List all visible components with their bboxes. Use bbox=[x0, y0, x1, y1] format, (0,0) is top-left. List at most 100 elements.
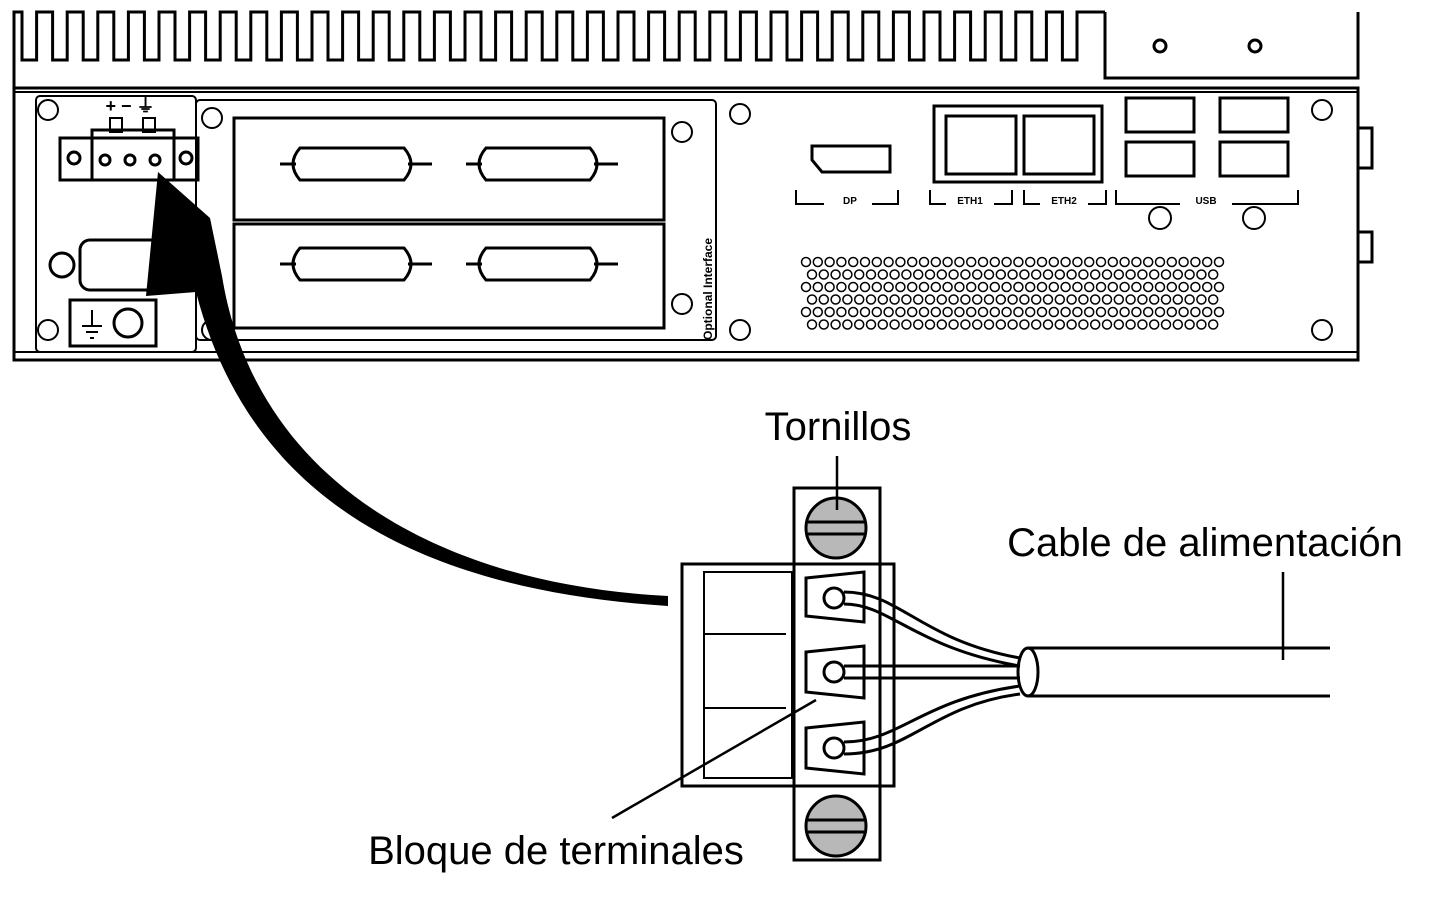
vent-hole bbox=[1036, 256, 1048, 268]
screw-icon bbox=[804, 794, 868, 858]
panel-screw bbox=[729, 103, 751, 125]
vent-hole bbox=[1148, 269, 1160, 280]
power-terminal-tab-1 bbox=[109, 117, 123, 133]
vent-hole bbox=[912, 319, 924, 330]
vent-hole bbox=[818, 319, 830, 330]
ground-terminal bbox=[68, 298, 158, 348]
vent-hole bbox=[1125, 319, 1136, 330]
vent-hole bbox=[842, 294, 853, 305]
vent-hole bbox=[1089, 294, 1101, 305]
vent-hole bbox=[1060, 281, 1071, 293]
vent-hole bbox=[965, 306, 977, 318]
vent-hole bbox=[1154, 306, 1166, 318]
vent-hole bbox=[1190, 281, 1201, 293]
vent-hole bbox=[1054, 269, 1066, 280]
curved-arrow bbox=[146, 172, 668, 606]
vent-hole bbox=[1184, 294, 1195, 305]
panel-screw bbox=[1311, 319, 1333, 341]
vent-hole bbox=[1107, 281, 1119, 293]
vent-hole bbox=[877, 269, 889, 280]
vent-hole bbox=[1125, 269, 1136, 280]
cable-jacket-end bbox=[1016, 646, 1040, 698]
vent-hole bbox=[1024, 281, 1036, 293]
vent-hole bbox=[859, 256, 871, 268]
vent-hole bbox=[1137, 269, 1148, 280]
vent-hole bbox=[977, 281, 989, 293]
vent-hole bbox=[924, 294, 936, 305]
vent-hole bbox=[883, 256, 894, 268]
vent-hole bbox=[936, 294, 948, 305]
vent-hole bbox=[942, 306, 953, 318]
vent-hole bbox=[1207, 294, 1219, 305]
vent-hole bbox=[842, 269, 853, 280]
terminal-block-callout: Bloque de terminales bbox=[368, 829, 744, 873]
vent-hole bbox=[1095, 306, 1107, 318]
vent-hole bbox=[1095, 281, 1107, 293]
wire-end-1 bbox=[822, 586, 846, 610]
top-bracket bbox=[1103, 12, 1360, 80]
chassis-body bbox=[12, 86, 1360, 362]
vent-hole bbox=[1095, 256, 1107, 268]
heatsink-fins bbox=[12, 10, 1105, 88]
vent-hole bbox=[883, 281, 894, 293]
vent-hole bbox=[853, 269, 865, 280]
vent-hole bbox=[1078, 294, 1089, 305]
vent-hole bbox=[1060, 306, 1071, 318]
ground-screw bbox=[112, 307, 144, 339]
vent-hole bbox=[995, 294, 1007, 305]
terminal-block bbox=[680, 486, 896, 862]
vent-hole bbox=[1072, 306, 1083, 318]
panel-screw bbox=[37, 319, 59, 341]
bracket-hole-right bbox=[1247, 38, 1263, 54]
vent-hole bbox=[1142, 306, 1154, 318]
vent-hole bbox=[1154, 281, 1166, 293]
vent-hole bbox=[1196, 294, 1207, 305]
vent-hole bbox=[901, 269, 912, 280]
vent-hole bbox=[971, 269, 983, 280]
vent-hole bbox=[965, 281, 977, 293]
vent-hole bbox=[1131, 281, 1142, 293]
vent-hole bbox=[871, 281, 883, 293]
vent-hole bbox=[1166, 281, 1178, 293]
vent-hole bbox=[1154, 256, 1166, 268]
vent-hole bbox=[1019, 294, 1030, 305]
com-port-nut bbox=[48, 251, 76, 279]
vent-hole bbox=[871, 256, 883, 268]
vent-hole bbox=[859, 306, 871, 318]
vent-hole bbox=[1048, 281, 1060, 293]
vent-hole bbox=[830, 319, 841, 330]
vent-hole bbox=[824, 256, 835, 268]
vent-hole bbox=[847, 256, 859, 268]
vent-hole bbox=[1024, 306, 1036, 318]
vent-hole bbox=[954, 281, 965, 293]
panel-screw bbox=[671, 293, 693, 315]
label-bracket-dp bbox=[795, 190, 899, 205]
vent-hole bbox=[1007, 269, 1018, 280]
vent-hole bbox=[818, 294, 830, 305]
vent-hole bbox=[865, 319, 877, 330]
vent-hole bbox=[865, 294, 877, 305]
vent-hole bbox=[1172, 319, 1184, 330]
usb-knob-right bbox=[1242, 206, 1266, 230]
vent-hole bbox=[965, 256, 977, 268]
vent-hole bbox=[830, 269, 841, 280]
vent-hole bbox=[1142, 281, 1154, 293]
vent-hole bbox=[1083, 281, 1095, 293]
power-polarity-label: + − ⏚ bbox=[105, 96, 154, 116]
vent-hole bbox=[1160, 294, 1172, 305]
vent-hole bbox=[1072, 281, 1083, 293]
label-bracket-eth2 bbox=[1023, 190, 1107, 205]
vent-hole bbox=[1213, 281, 1225, 293]
vent-hole bbox=[895, 281, 906, 293]
wire-clamp-1 bbox=[804, 570, 866, 624]
vent-hole bbox=[877, 294, 889, 305]
vent-hole bbox=[1019, 319, 1030, 330]
vent-hole bbox=[853, 294, 865, 305]
interface-card-upper bbox=[232, 116, 666, 222]
vent-hole bbox=[1107, 256, 1119, 268]
vent-hole bbox=[1184, 269, 1195, 280]
vent-hole bbox=[1160, 269, 1172, 280]
dc-in-pin-2 bbox=[123, 153, 137, 167]
vent-hole bbox=[800, 306, 812, 318]
